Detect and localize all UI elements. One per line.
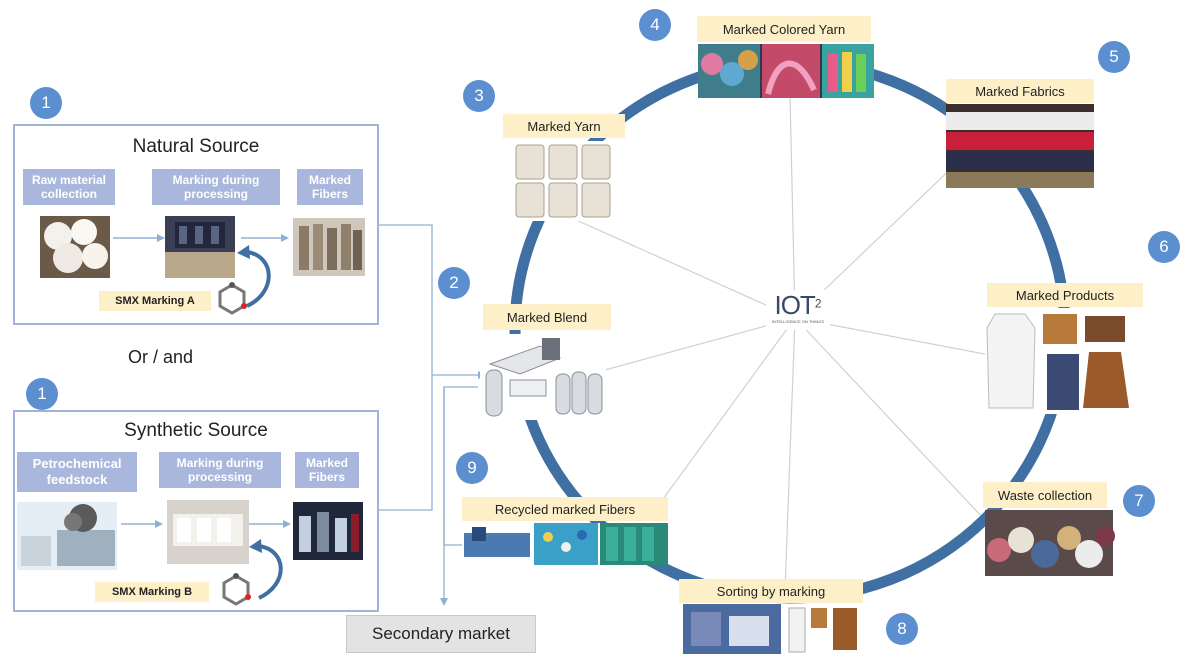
waste-pile-image xyxy=(985,510,1115,576)
hub-logo-sup: 2 xyxy=(814,296,822,311)
stage-badge-9: 9 xyxy=(456,452,488,484)
smx-marking-a-label: SMX Marking A xyxy=(99,291,211,311)
stage-badge-6: 6 xyxy=(1148,231,1180,263)
recycled-fibers-image xyxy=(462,523,668,565)
natural-source-panel: Natural Source Raw material collection M… xyxy=(13,124,379,325)
natural-flow-arrows xyxy=(113,234,289,242)
refinery-image xyxy=(17,502,117,570)
stage-badge-4: 4 xyxy=(639,9,671,41)
stage-badge-5: 5 xyxy=(1098,41,1130,73)
synthetic-step-marked-fibers: Marked Fibers xyxy=(295,452,359,488)
synthetic-flow-arrows xyxy=(121,520,291,528)
cotton-image xyxy=(40,216,110,278)
products-image xyxy=(985,308,1135,414)
synthetic-fiber-line-image xyxy=(293,502,363,560)
source-bracket xyxy=(378,224,478,600)
step-badge-synthetic: 1 xyxy=(26,378,58,410)
or-and-text: Or / and xyxy=(128,347,194,367)
colored-yarn-image xyxy=(698,44,874,98)
stage-label-marked-fabrics: Marked Fabrics xyxy=(946,79,1094,103)
curved-arrow-b xyxy=(249,539,283,600)
stage-label-waste-collection: Waste collection xyxy=(983,482,1107,508)
curved-arrow-a xyxy=(237,245,271,308)
yarn-cones-image xyxy=(512,141,614,221)
stage-badge-8: 8 xyxy=(886,613,918,645)
hub-tagline: INTELLIGENCE ON THINGS xyxy=(771,319,825,324)
synthetic-processing-image xyxy=(167,500,249,564)
hub-logo-text: IOT xyxy=(774,290,815,320)
stage-badge-7: 7 xyxy=(1123,485,1155,517)
arrow-to-secondary xyxy=(440,598,448,606)
stage-label-marked-products: Marked Products xyxy=(987,283,1143,307)
synthetic-step-feedstock: Petrochemical feedstock xyxy=(17,452,137,492)
marker-molecule-icon xyxy=(218,282,247,315)
stage-label-marked-blend: Marked Blend xyxy=(483,304,611,330)
synthetic-source-title: Synthetic Source xyxy=(124,420,268,441)
secondary-market-box: Secondary market xyxy=(346,615,536,653)
natural-step-raw-material: Raw material collection xyxy=(23,169,115,205)
sorting-image xyxy=(683,604,863,654)
stage-label-sorting-by-marking: Sorting by marking xyxy=(679,579,863,603)
stage-label-marked-yarn: Marked Yarn xyxy=(503,114,625,138)
step-badge-natural: 1 xyxy=(30,87,62,119)
fabrics-image xyxy=(946,104,1094,188)
stage-label-marked-colored-yarn: Marked Colored Yarn xyxy=(697,16,871,42)
iot2-hub-logo: IOT2 INTELLIGENCE ON THINGS xyxy=(766,290,830,330)
fiber-spools-image xyxy=(293,218,365,276)
natural-step-marking: Marking during processing xyxy=(152,169,280,205)
marker-molecule-icon xyxy=(222,573,251,606)
processing-machine-image xyxy=(165,216,235,278)
blend-machine-image xyxy=(480,334,606,420)
stage-label-recycled-marked-fibers: Recycled marked Fibers xyxy=(462,497,668,521)
smx-marking-b-label: SMX Marking B xyxy=(95,582,209,602)
natural-source-title: Natural Source xyxy=(132,136,260,157)
synthetic-source-panel: Synthetic Source Petrochemical feedstock… xyxy=(13,410,379,612)
stage-badge-3: 3 xyxy=(463,80,495,112)
natural-step-marked-fibers: Marked Fibers xyxy=(297,169,363,205)
synthetic-step-marking: Marking during processing xyxy=(159,452,281,488)
stage-badge-2: 2 xyxy=(438,267,470,299)
